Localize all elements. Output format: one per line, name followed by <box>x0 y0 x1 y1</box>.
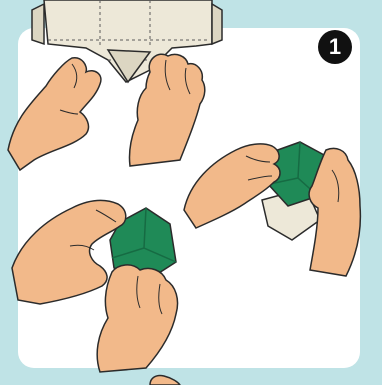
paper-strip-left-tab <box>32 4 44 44</box>
paper-strip-right-tab <box>212 4 222 44</box>
left-hand-top <box>8 58 101 170</box>
next-step-hand-peek <box>150 375 180 385</box>
step-number-badge: 1 <box>318 30 352 64</box>
green-pouch-shape-illustration <box>12 201 178 372</box>
paper-strip-folding-illustration <box>8 0 222 170</box>
green-pouch-pinch-illustration <box>184 142 360 276</box>
